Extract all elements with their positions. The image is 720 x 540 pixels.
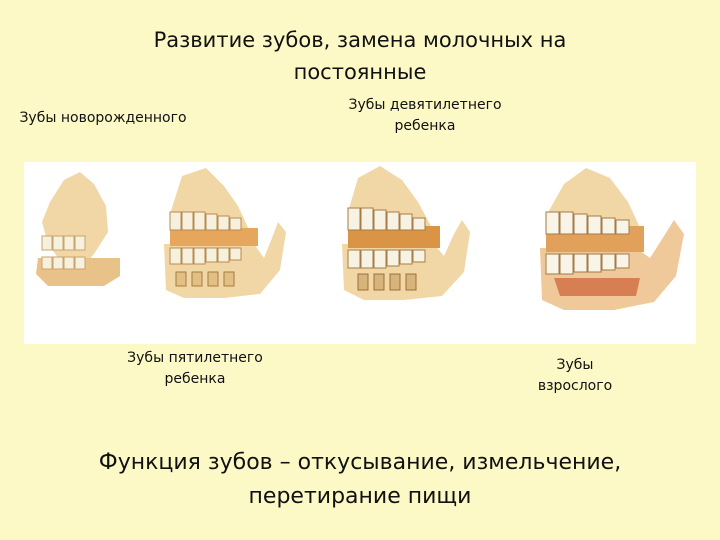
jaw-models-photo xyxy=(24,162,696,344)
label-five-year-teeth: Зубы пятилетнего ребенка xyxy=(127,350,263,387)
adult-jaw-model xyxy=(540,168,684,310)
nine-year-jaw-model xyxy=(342,166,470,300)
teeth-function-caption: Функция зубов – откусывание, измельчение… xyxy=(98,450,622,509)
newborn-jaw-model xyxy=(36,172,120,286)
slide-title: Развитие зубов, замена молочных на посто… xyxy=(153,28,567,84)
label-newborn-teeth: Зубы новорожденного xyxy=(19,110,187,126)
label-nine-year-teeth: Зубы девятилетнего ребенка xyxy=(348,97,502,134)
label-adult-teeth: Зубы взрослого xyxy=(537,357,613,394)
five-year-jaw-model xyxy=(164,168,286,298)
